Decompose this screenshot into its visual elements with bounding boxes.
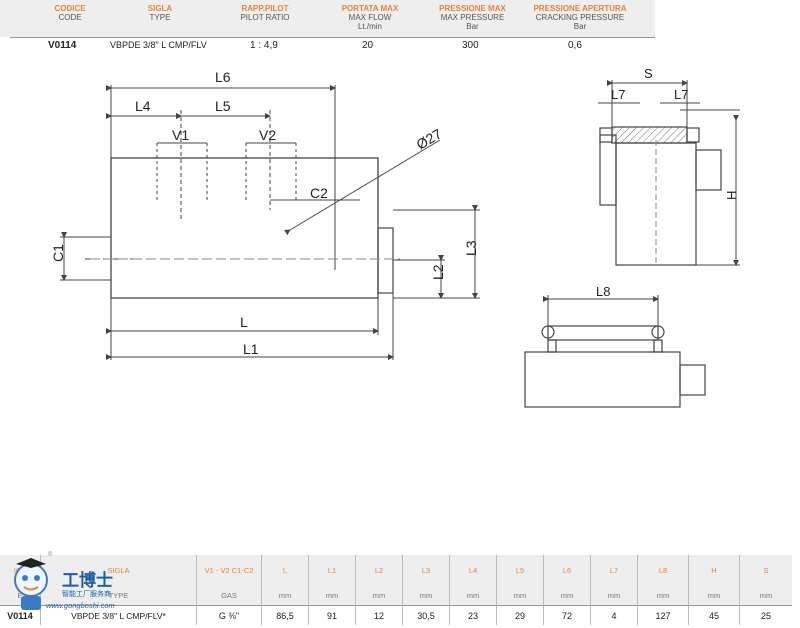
val-10: 45 [688, 605, 740, 625]
label-C1: C1 [50, 244, 66, 262]
val-6: 29 [496, 605, 544, 625]
unit-6: mm [496, 585, 544, 606]
label-L1: L1 [243, 341, 259, 357]
val-11: 25 [739, 605, 792, 625]
th-S: S [739, 555, 792, 585]
label-C2: C2 [310, 185, 328, 201]
cell-max-flow: 20 [362, 40, 374, 51]
th-L3: L3 [402, 555, 450, 585]
th-L4: L4 [449, 555, 497, 585]
val-5: 23 [449, 605, 497, 625]
label-V2: V2 [259, 127, 276, 143]
th-ports: V1 - V2 C1-C2 [196, 555, 262, 585]
label-L8: L8 [596, 284, 610, 299]
val-9: 127 [637, 605, 689, 625]
valve-plug [377, 227, 394, 294]
logo-name: 工博士 [62, 571, 113, 591]
label-L2: L2 [430, 264, 446, 280]
unit-9: mm [637, 585, 689, 606]
th-L7: L7 [590, 555, 638, 585]
logo-registered: ® [48, 552, 53, 558]
th-L5: L5 [496, 555, 544, 585]
unit-10: mm [688, 585, 740, 606]
row-code: V0114 [0, 605, 41, 625]
cell-pilot-ratio: 1 : 4,9 [250, 40, 278, 51]
val-8: 4 [590, 605, 638, 625]
top-table-header [0, 0, 655, 37]
label-H: H [724, 191, 739, 200]
val-1: 86,5 [261, 605, 309, 625]
unit-11: mm [739, 585, 792, 606]
valve-body-front [110, 157, 379, 299]
val-3: 12 [355, 605, 403, 625]
th-type: SIGLA [40, 555, 197, 585]
th-H: H [688, 555, 740, 585]
label-V1: V1 [172, 127, 189, 143]
unit-8: mm [590, 585, 638, 606]
unit-3: mm [355, 585, 403, 606]
bottom-view-body [524, 351, 681, 408]
th-L: L [261, 555, 309, 585]
logo-url: www.gongboshi.com [46, 601, 115, 610]
val-7: 72 [543, 605, 591, 625]
top-table-divider [10, 37, 655, 38]
val-4: 30,5 [402, 605, 450, 625]
label-L6: L6 [215, 69, 231, 85]
robot-logo [14, 558, 48, 610]
unit-0: GAS [196, 585, 262, 606]
val-0: G ⅜" [196, 605, 262, 625]
row-type: VBPDE 3/8" L CMP/FLV* [40, 605, 197, 625]
side-view-nut [611, 126, 688, 144]
label-L5: L5 [215, 98, 231, 114]
label-L4: L4 [135, 98, 151, 114]
cell-code: V0114 [48, 40, 77, 51]
label-L7a: L7 [611, 87, 625, 102]
th-L1: L1 [308, 555, 356, 585]
label-S: S [644, 66, 653, 81]
unit-2: mm [308, 585, 356, 606]
unit-1: mm [261, 585, 309, 606]
label-L7b: L7 [674, 87, 688, 102]
th-type-sub: TYPE [40, 585, 197, 606]
th-L2: L2 [355, 555, 403, 585]
th-L8: L8 [637, 555, 689, 585]
spec-table: ICE SIGLA V1 - V2 C1-C2 L L1 L2 L3 L4 L5… [0, 555, 792, 625]
th-L6: L6 [543, 555, 591, 585]
label-dia27: Ø27 [414, 125, 445, 152]
unit-4: mm [402, 585, 450, 606]
cell-max-pressure: 300 [462, 40, 479, 51]
unit-5: mm [449, 585, 497, 606]
label-L3: L3 [463, 240, 479, 256]
cell-type: VBPDE 3/8" L CMP/FLV [110, 40, 207, 50]
logo-subtitle: 智能工厂服务商 [62, 591, 111, 598]
label-L: L [240, 314, 248, 330]
cell-cracking-pressure: 0,6 [568, 40, 582, 51]
val-2: 91 [308, 605, 356, 625]
unit-7: mm [543, 585, 591, 606]
